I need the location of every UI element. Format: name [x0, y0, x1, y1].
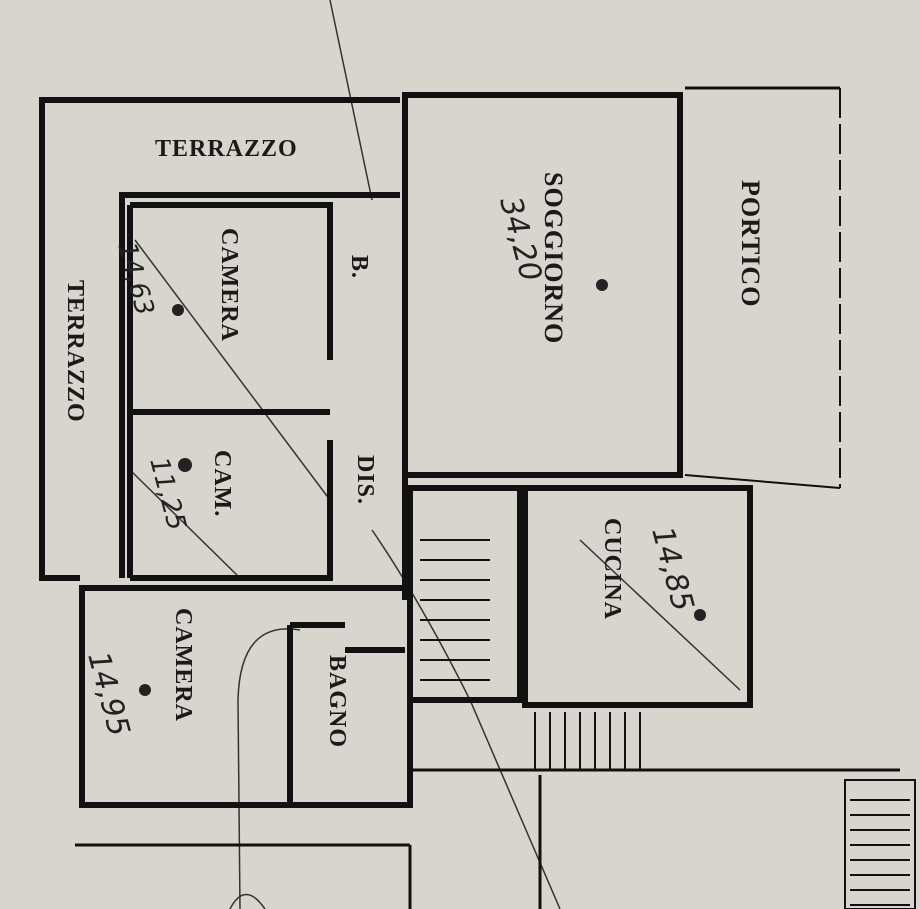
room-label-soggiorno: SOGGIORNO — [539, 172, 568, 344]
room-markers — [139, 279, 706, 696]
room-label-b: B. — [346, 255, 372, 279]
room-label-camera: CAMERA — [216, 228, 242, 342]
room-label-dis: DIS. — [352, 455, 378, 505]
room-label-cam: CAM. — [209, 450, 235, 517]
room-label-camera-2: CAMERA — [170, 608, 196, 722]
walls — [39, 86, 900, 909]
stairs — [420, 539, 916, 909]
room-label-terrazzo-left: TERRAZZO — [62, 280, 88, 423]
room-label-cucina: CUCINA — [599, 518, 625, 620]
room-label-bagno: BAGNO — [324, 655, 350, 748]
room-label-terrazzo-top: TERRAZZO — [155, 136, 298, 162]
pencil-lines — [129, 0, 741, 909]
room-label-portico: PORTICO — [736, 180, 765, 307]
